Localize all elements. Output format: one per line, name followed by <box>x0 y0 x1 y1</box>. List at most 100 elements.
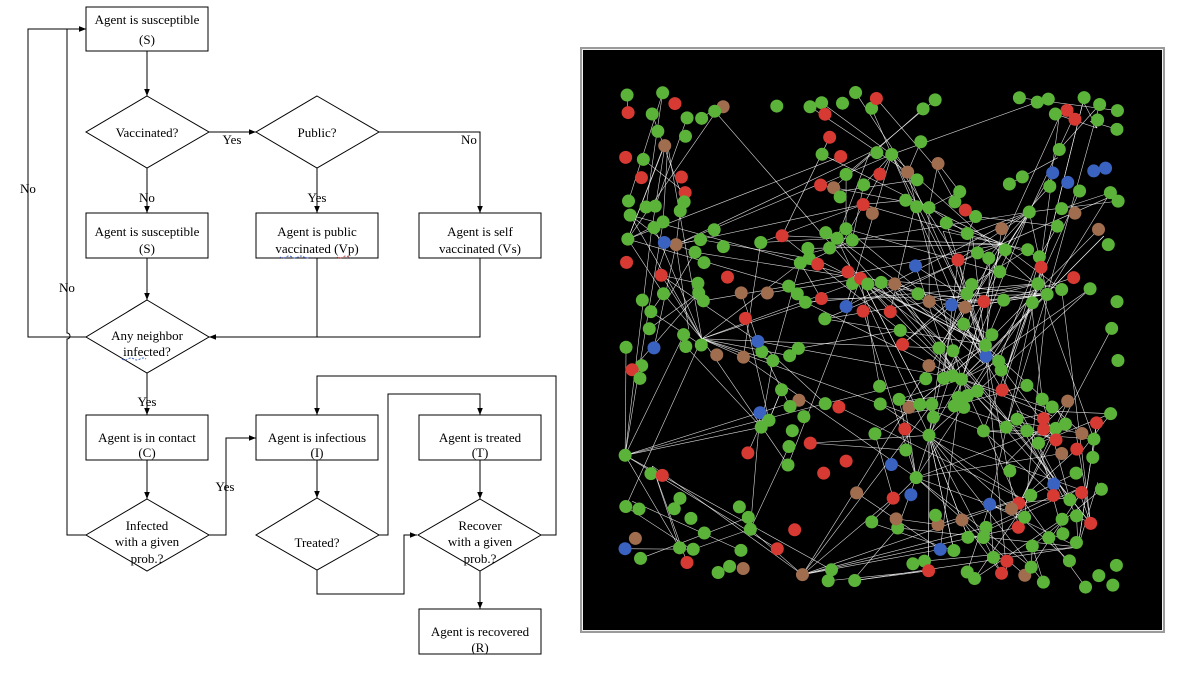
agent-node-recovered <box>1075 426 1089 440</box>
agent-node-susceptible <box>619 340 633 354</box>
agent-node-susceptible <box>979 520 993 534</box>
node-label: Agent is infectious <box>268 430 366 445</box>
agent-node-susceptible <box>620 88 634 102</box>
network-edge <box>1029 118 1074 213</box>
edge-label-vaccinated-no: No <box>139 190 155 205</box>
agent-node-susceptible <box>634 551 648 565</box>
agent-node-vaccinated <box>1046 166 1060 180</box>
node-label: (T) <box>472 445 489 460</box>
agent-node-susceptible <box>656 86 670 100</box>
network-edge <box>701 338 790 356</box>
agent-node-susceptible <box>928 508 942 522</box>
agent-node-vaccinated <box>657 235 671 249</box>
node-label: Public? <box>298 125 337 140</box>
agent-node-susceptible <box>970 246 984 260</box>
agent-node-infected <box>896 337 910 351</box>
connectors <box>27 26 557 609</box>
agent-node-susceptible <box>960 565 974 579</box>
edge-label-neighbor-no: No <box>20 181 36 196</box>
node-label: Any neighbor <box>111 328 184 343</box>
agent-node-susceptible <box>801 241 815 255</box>
agent-node-susceptible <box>1031 277 1045 291</box>
agent-node-susceptible <box>793 256 807 270</box>
agent-node-vaccinated <box>884 458 898 472</box>
network-edge <box>983 430 1094 440</box>
agent-node-infected <box>995 566 1009 580</box>
network-edge <box>1016 410 1056 429</box>
network-edge <box>1061 192 1111 209</box>
agent-node-susceptible <box>642 322 656 336</box>
agent-node-vaccinated <box>1061 175 1075 189</box>
agent-node-susceptible <box>1103 186 1117 200</box>
agent-node-infected <box>856 197 870 211</box>
node-label: (I) <box>311 445 324 460</box>
flowchart: Agent is susceptible (S) Vaccinated? Pub… <box>20 6 557 655</box>
network-edge <box>640 517 749 559</box>
agent-node-infected <box>832 400 846 414</box>
agent-node-susceptible <box>899 193 913 207</box>
agent-node-susceptible <box>939 216 953 230</box>
agent-node-susceptible <box>1055 202 1069 216</box>
agent-node-vaccinated <box>944 298 958 312</box>
network-edge <box>645 92 663 208</box>
network-edge <box>876 98 938 170</box>
node-label: (S) <box>139 32 155 47</box>
agent-node-susceptible <box>673 541 687 555</box>
agent-node-susceptible <box>982 251 996 265</box>
network-edge <box>867 283 985 345</box>
network-edge <box>666 139 703 339</box>
agent-node-susceptible <box>1024 488 1038 502</box>
agent-node-susceptible <box>741 510 755 524</box>
node-label: Agent is in contact <box>98 430 196 445</box>
agent-node-vaccinated <box>933 542 947 556</box>
network-edge <box>874 433 894 499</box>
network-edge <box>676 204 864 245</box>
agent-node-infected <box>654 268 668 282</box>
agent-node-infected <box>839 454 853 468</box>
network-edge <box>828 570 929 582</box>
network-edge <box>854 546 1079 581</box>
network-edge <box>871 108 892 155</box>
agent-node-vaccinated <box>908 259 922 273</box>
agent-node-infected <box>634 171 648 185</box>
network-edge <box>989 504 994 558</box>
agent-node-infected <box>1049 433 1063 447</box>
network-edge <box>942 211 1030 343</box>
agent-node-infected <box>869 92 883 106</box>
agent-node-susceptible <box>951 390 965 404</box>
network-edge <box>1005 258 1041 371</box>
network-edge <box>662 145 669 222</box>
node-label: (S) <box>139 241 155 256</box>
agent-node-infected <box>811 257 825 271</box>
network-edge <box>767 278 861 294</box>
agent-node-infected <box>741 446 755 460</box>
agent-node-susceptible <box>916 102 930 116</box>
network-nodes <box>618 86 1125 594</box>
agent-node-susceptible <box>986 550 1000 564</box>
agent-node-susceptible <box>782 440 796 454</box>
network-edge <box>1029 200 1119 213</box>
agent-node-infected <box>1089 416 1103 430</box>
network-edge <box>961 360 999 380</box>
network-edge <box>663 293 703 340</box>
network-edge <box>1046 192 1111 295</box>
agent-node-susceptible <box>677 328 691 342</box>
agent-node-recovered <box>734 286 748 300</box>
agent-node-susceptible <box>1069 536 1083 550</box>
agent-node-recovered <box>865 206 879 220</box>
agent-node-recovered <box>889 512 903 526</box>
network-edge <box>750 446 790 530</box>
agent-node-susceptible <box>948 195 962 209</box>
agent-node-recovered <box>888 277 902 291</box>
agent-node-susceptible <box>762 413 776 427</box>
node-label: (R) <box>471 640 488 655</box>
agent-node-susceptible <box>1040 287 1054 301</box>
agent-node-susceptible <box>999 420 1013 434</box>
agent-node-susceptible <box>821 574 835 588</box>
network-edge <box>989 283 1039 505</box>
agent-node-susceptible <box>684 511 698 525</box>
agent-node-susceptible <box>994 363 1008 377</box>
network-edge <box>650 141 666 235</box>
agent-node-susceptible <box>849 86 863 100</box>
network-edge <box>1077 482 1099 548</box>
